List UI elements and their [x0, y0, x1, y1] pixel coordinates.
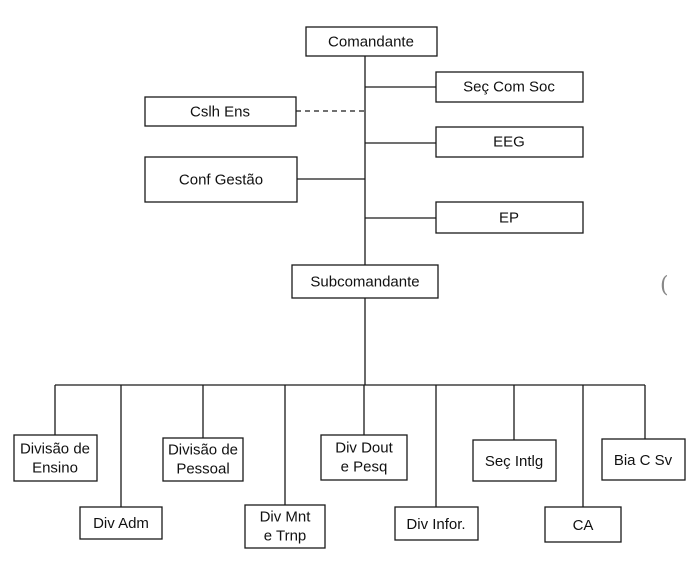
label-div-dout-pesq: Div Dout e Pesq [335, 439, 393, 475]
scan-mark: ( [660, 273, 669, 298]
label-eeg: EEG [493, 134, 525, 151]
label-line: Div Adm [93, 515, 149, 532]
box-cslh-ens[interactable]: Cslh Ens [144, 96, 297, 127]
box-sec-com-soc[interactable]: Seç Com Soc [435, 71, 584, 103]
box-div-dout-pesq[interactable]: Div Dout e Pesq [320, 434, 408, 481]
box-div-mnt-trnp[interactable]: Div Mnt e Trnp [244, 504, 326, 549]
label-conf-gestao: Conf Gestão [179, 172, 263, 189]
box-comandante[interactable]: Comandante [305, 26, 438, 57]
box-ep[interactable]: EP [435, 201, 584, 234]
label-line: Div Dout [335, 439, 393, 456]
label-line: Divisão de [168, 441, 238, 458]
label-divisao-pessoal: Divisão de Pessoal [168, 441, 238, 477]
box-div-infor[interactable]: Div Infor. [394, 506, 479, 541]
label-cslh-ens: Cslh Ens [190, 104, 250, 121]
label-line: Div Infor. [406, 516, 465, 533]
label-ca: CA [573, 517, 594, 534]
box-ca[interactable]: CA [544, 506, 622, 543]
label-div-infor: Div Infor. [406, 516, 465, 533]
label-line: Divisão de [20, 440, 90, 457]
box-div-adm[interactable]: Div Adm [79, 506, 163, 540]
box-divisao-pessoal[interactable]: Divisão de Pessoal [162, 437, 244, 482]
label-div-adm: Div Adm [93, 515, 149, 532]
label-div-mnt-trnp: Div Mnt e Trnp [260, 508, 312, 544]
box-subcomandante[interactable]: Subcomandante [291, 264, 439, 299]
label-line: Pessoal [176, 460, 229, 477]
box-bia-c-sv[interactable]: Bia C Sv [601, 438, 686, 481]
label-line: Bia C Sv [614, 452, 673, 469]
box-eeg[interactable]: EEG [435, 126, 584, 158]
label-line: e Pesq [341, 458, 388, 475]
label-bia-c-sv: Bia C Sv [614, 452, 673, 469]
label-divisao-ensino: Divisão de Ensino [20, 440, 90, 476]
label-line: Ensino [32, 459, 78, 476]
label-sec-com-soc: Seç Com Soc [463, 79, 555, 96]
label-line: Div Mnt [260, 508, 312, 525]
label-subcomandante: Subcomandante [310, 274, 419, 291]
label-line: CA [573, 517, 594, 534]
label-ep: EP [499, 210, 519, 227]
label-comandante: Comandante [328, 34, 414, 51]
label-line: e Trnp [264, 527, 307, 544]
label-sec-intlg: Seç Intlg [485, 453, 543, 470]
box-divisao-ensino[interactable]: Divisão de Ensino [13, 434, 98, 482]
box-sec-intlg[interactable]: Seç Intlg [472, 439, 557, 482]
label-line: Seç Intlg [485, 453, 543, 470]
box-conf-gestao[interactable]: Conf Gestão [144, 156, 298, 203]
